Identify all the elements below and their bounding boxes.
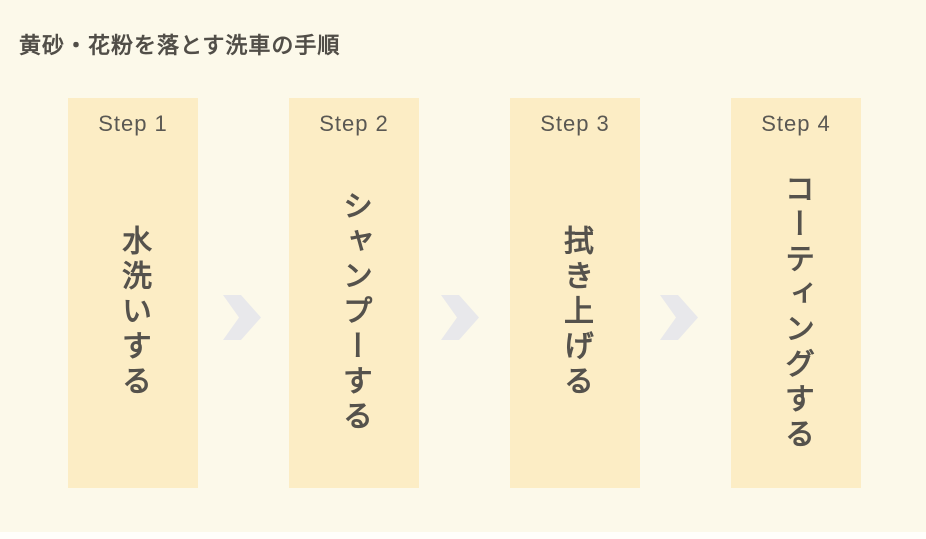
step-card-2: Step 2 シャンプーする [289,98,419,488]
bottom-edge-strip [0,532,926,539]
step-4-text-wrap: コーティングする [731,137,861,488]
step-1-label: Step 1 [98,111,168,136]
step-4-text: コーティングする [780,172,813,453]
chevron-right-icon [441,295,479,340]
chevron-right-icon [223,295,261,340]
step-3-label: Step 3 [540,111,610,136]
page-title: 黄砂・花粉を落とす洗車の手順 [19,33,341,58]
step-1-text-wrap: 水洗いする [68,137,198,488]
step-2-label: Step 2 [319,111,389,136]
step-1-text: 水洗いする [117,225,150,400]
step-3-text: 拭き上げる [559,225,592,400]
step-4-label: Step 4 [761,111,831,136]
chevron-right-icon [660,295,698,340]
step-3-text-wrap: 拭き上げる [510,137,640,488]
step-2-text: シャンプーする [338,190,371,435]
step-card-4: Step 4 コーティングする [731,98,861,488]
step-2-text-wrap: シャンプーする [289,137,419,488]
step-card-1: Step 1 水洗いする [68,98,198,488]
step-card-3: Step 3 拭き上げる [510,98,640,488]
